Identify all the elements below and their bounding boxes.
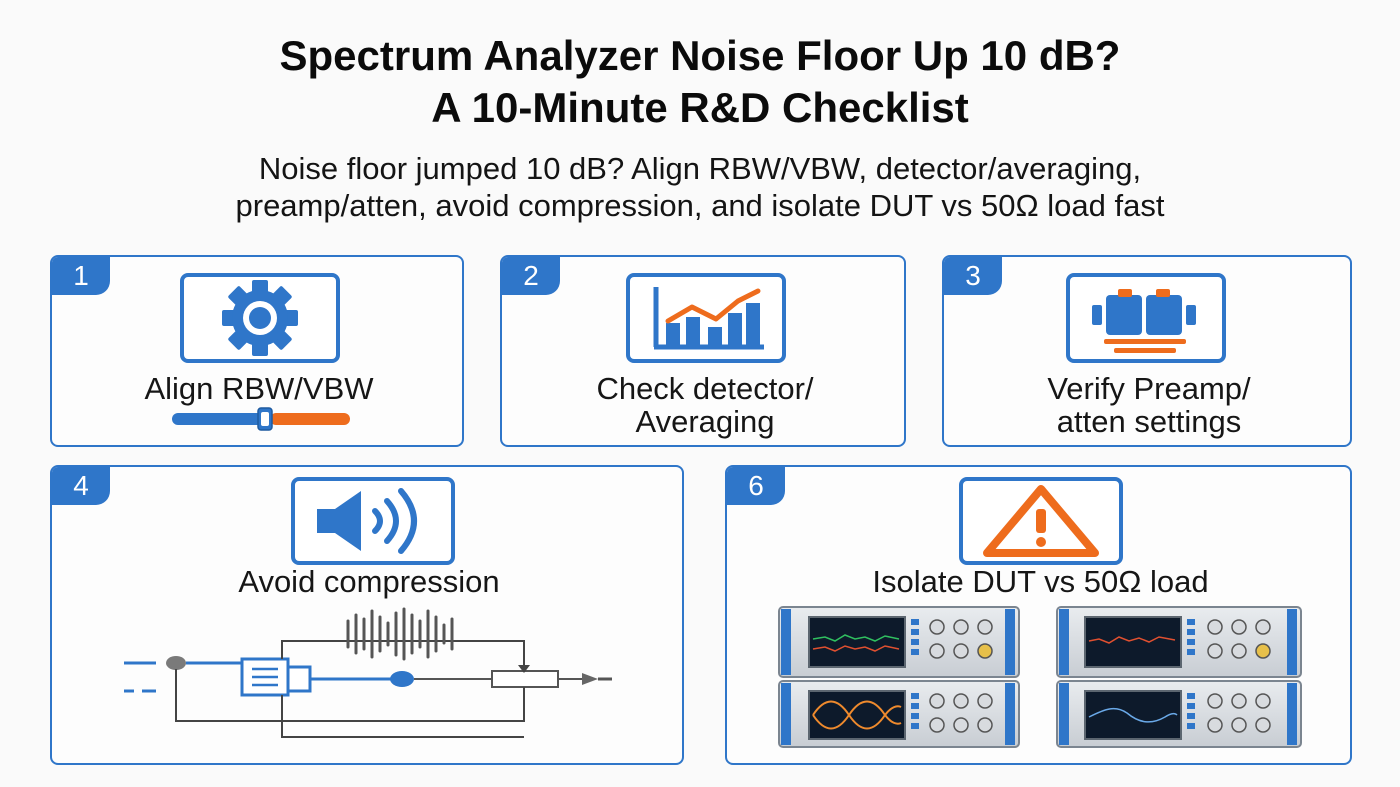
step-label: Verify Preamp/ atten settings <box>944 371 1350 439</box>
icon-frame <box>180 273 340 363</box>
analyzer-instruments-illustration <box>778 606 1302 748</box>
spectrum-analyzer-unit <box>778 680 1020 748</box>
step-label-line-1: Check detector/ <box>596 371 814 406</box>
rbw-vbw-slider <box>172 407 350 431</box>
subtitle-line-1: Noise floor jumped 10 dB? Align RBW/VBW,… <box>258 151 1142 186</box>
step-card-4: 4 Avoid compression <box>50 465 684 765</box>
step-number-badge: 2 <box>502 257 560 295</box>
spectrum-analyzer-unit <box>1056 606 1302 678</box>
attenuator-icon <box>1092 289 1196 353</box>
warning-icon <box>983 485 1099 557</box>
icon-frame <box>959 477 1123 565</box>
step-number-badge: 3 <box>944 257 1002 295</box>
speaker-icon <box>317 488 417 554</box>
title-line-1: Spectrum Analyzer Noise Floor Up 10 dB? <box>279 32 1121 79</box>
icon-frame <box>291 477 455 565</box>
spectrum-analyzer-unit <box>778 606 1020 678</box>
step-label-line-2: Averaging <box>635 404 775 439</box>
step-card-6: 6 Isolate DUT vs 50Ω load <box>725 465 1352 765</box>
page-subtitle: Noise floor jumped 10 dB? Align RBW/VBW,… <box>0 150 1400 224</box>
step-label: Check detector/ Averaging <box>502 371 904 439</box>
icon-frame <box>1066 273 1226 363</box>
page-title: Spectrum Analyzer Noise Floor Up 10 dB? … <box>0 30 1400 134</box>
icon-frame <box>626 273 786 363</box>
step-card-1: 1 Align RBW/VBW <box>50 255 464 447</box>
step-label-line-1: Verify Preamp/ <box>1047 371 1251 406</box>
step-label-line-1: Isolate DUT vs 50Ω load <box>872 564 1209 599</box>
bar-chart-icon <box>653 287 764 350</box>
subtitle-line-2: preamp/atten, avoid compression, and iso… <box>235 188 1165 223</box>
step-label-line-1: Avoid compression <box>238 564 500 599</box>
step-label-line-2: atten settings <box>1056 404 1242 439</box>
step-number-badge: 1 <box>52 257 110 295</box>
step-card-3: 3 Verify Preamp/ atten settings <box>942 255 1352 447</box>
gear-icon <box>222 280 298 356</box>
step-number-badge: 4 <box>52 467 110 505</box>
step-number-badge: 6 <box>727 467 785 505</box>
step-label: Align RBW/VBW <box>52 371 462 406</box>
step-card-2: 2 Check detector/ Averaging <box>500 255 906 447</box>
step-label: Avoid compression <box>52 564 682 599</box>
title-line-2: A 10-Minute R&D Checklist <box>431 84 969 131</box>
step-label: Isolate DUT vs 50Ω load <box>727 564 1350 599</box>
spectrum-analyzer-unit <box>1056 680 1302 748</box>
compression-circuit-diagram <box>124 607 612 738</box>
step-label-line-1: Align RBW/VBW <box>144 371 374 406</box>
